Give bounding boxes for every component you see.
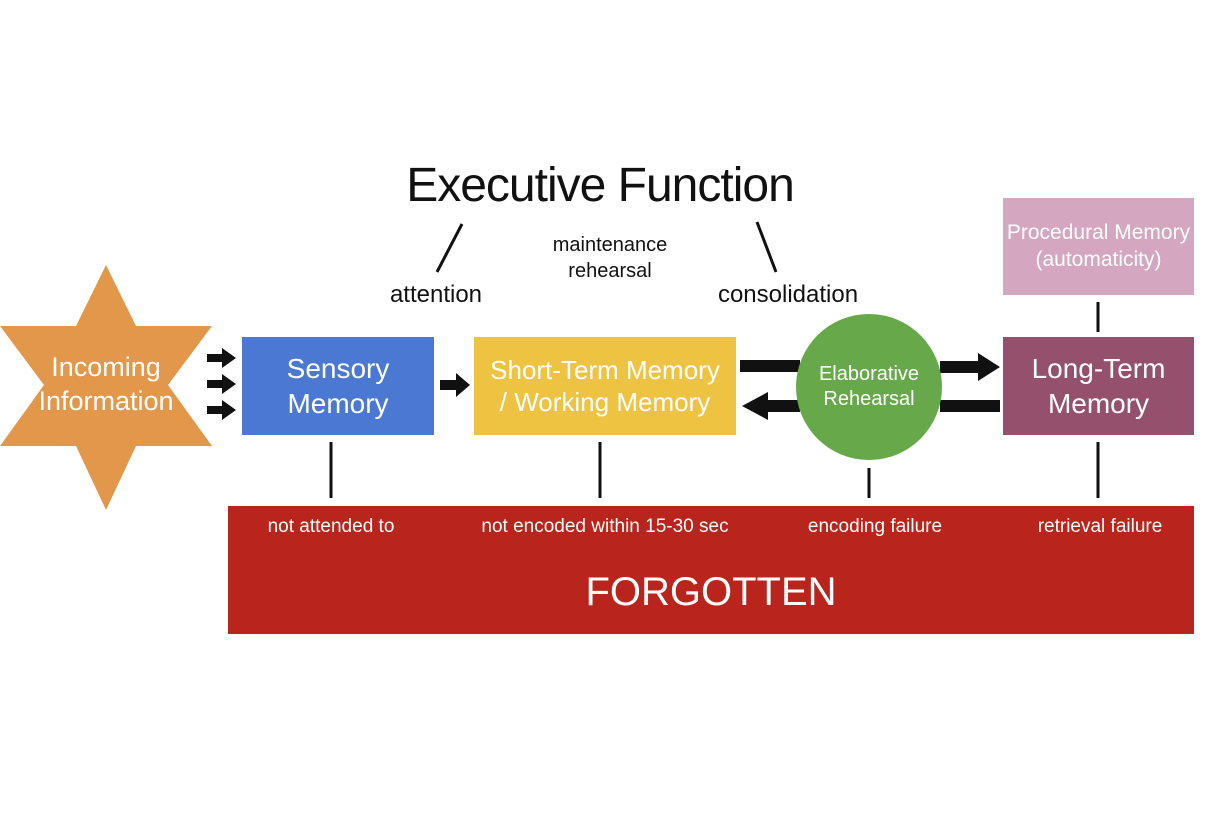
elab-to-ltm-arrow	[940, 353, 1000, 381]
sensory-line-1: Sensory	[286, 353, 390, 384]
sensory-to-stm-arrow	[440, 373, 470, 397]
forgotten-bar	[228, 506, 1194, 634]
ltm-line-1: Long-Term	[1031, 353, 1166, 384]
stm-line-1: Short-Term Memory	[490, 354, 720, 385]
elaborative-circle-shape	[796, 314, 942, 460]
not-encoded-label: not encoded within 15-30 sec	[481, 516, 729, 537]
diagram-title: Executive Function	[406, 159, 795, 212]
incoming-information-node: Incoming Information	[20, 340, 192, 430]
incoming-star-shape	[0, 265, 212, 510]
ltm-line-2: Memory	[1047, 388, 1150, 419]
rehearsal-text: rehearsal	[568, 260, 652, 282]
input-arrows	[207, 348, 236, 420]
not-attended-label: not attended to	[267, 516, 395, 537]
short-term-memory-node: Short-Term Memory / Working Memory	[474, 337, 736, 435]
incoming-line-1: Incoming	[51, 352, 161, 383]
consolidation-line	[755, 221, 778, 273]
elab-to-stm-arrow	[742, 392, 800, 420]
attention-line	[435, 223, 464, 273]
encoding-failure-label: encoding failure	[807, 516, 943, 537]
attention-label: attention	[389, 281, 483, 308]
maintenance-rehearsal-label: maintenance rehearsal	[520, 232, 700, 284]
procedural-line-2: (automaticity)	[1035, 247, 1162, 271]
maintenance-text: maintenance	[552, 234, 668, 256]
long-term-memory-node: Long-Term Memory	[1003, 337, 1194, 435]
retrieval-failure-label: retrieval failure	[1037, 516, 1163, 537]
consolidation-label: consolidation	[717, 281, 859, 308]
procedural-memory-node: Procedural Memory (automaticity)	[1003, 198, 1194, 295]
sensory-line-2: Memory	[287, 388, 389, 419]
elaborative-rehearsal-node: Elaborative Rehearsal	[800, 350, 938, 424]
forgotten-label: FORGOTTEN	[585, 570, 837, 614]
procedural-line-1: Procedural Memory	[1006, 221, 1191, 245]
stm-line-2: / Working Memory	[499, 387, 711, 417]
stm-to-elab-bar	[740, 360, 800, 372]
sensory-memory-node: Sensory Memory	[242, 337, 434, 435]
ltm-to-elab-bar	[940, 400, 1000, 412]
incoming-line-2: Information	[38, 386, 174, 416]
elab-line-2: Rehearsal	[823, 388, 915, 410]
elab-line-1: Elaborative	[818, 363, 920, 385]
